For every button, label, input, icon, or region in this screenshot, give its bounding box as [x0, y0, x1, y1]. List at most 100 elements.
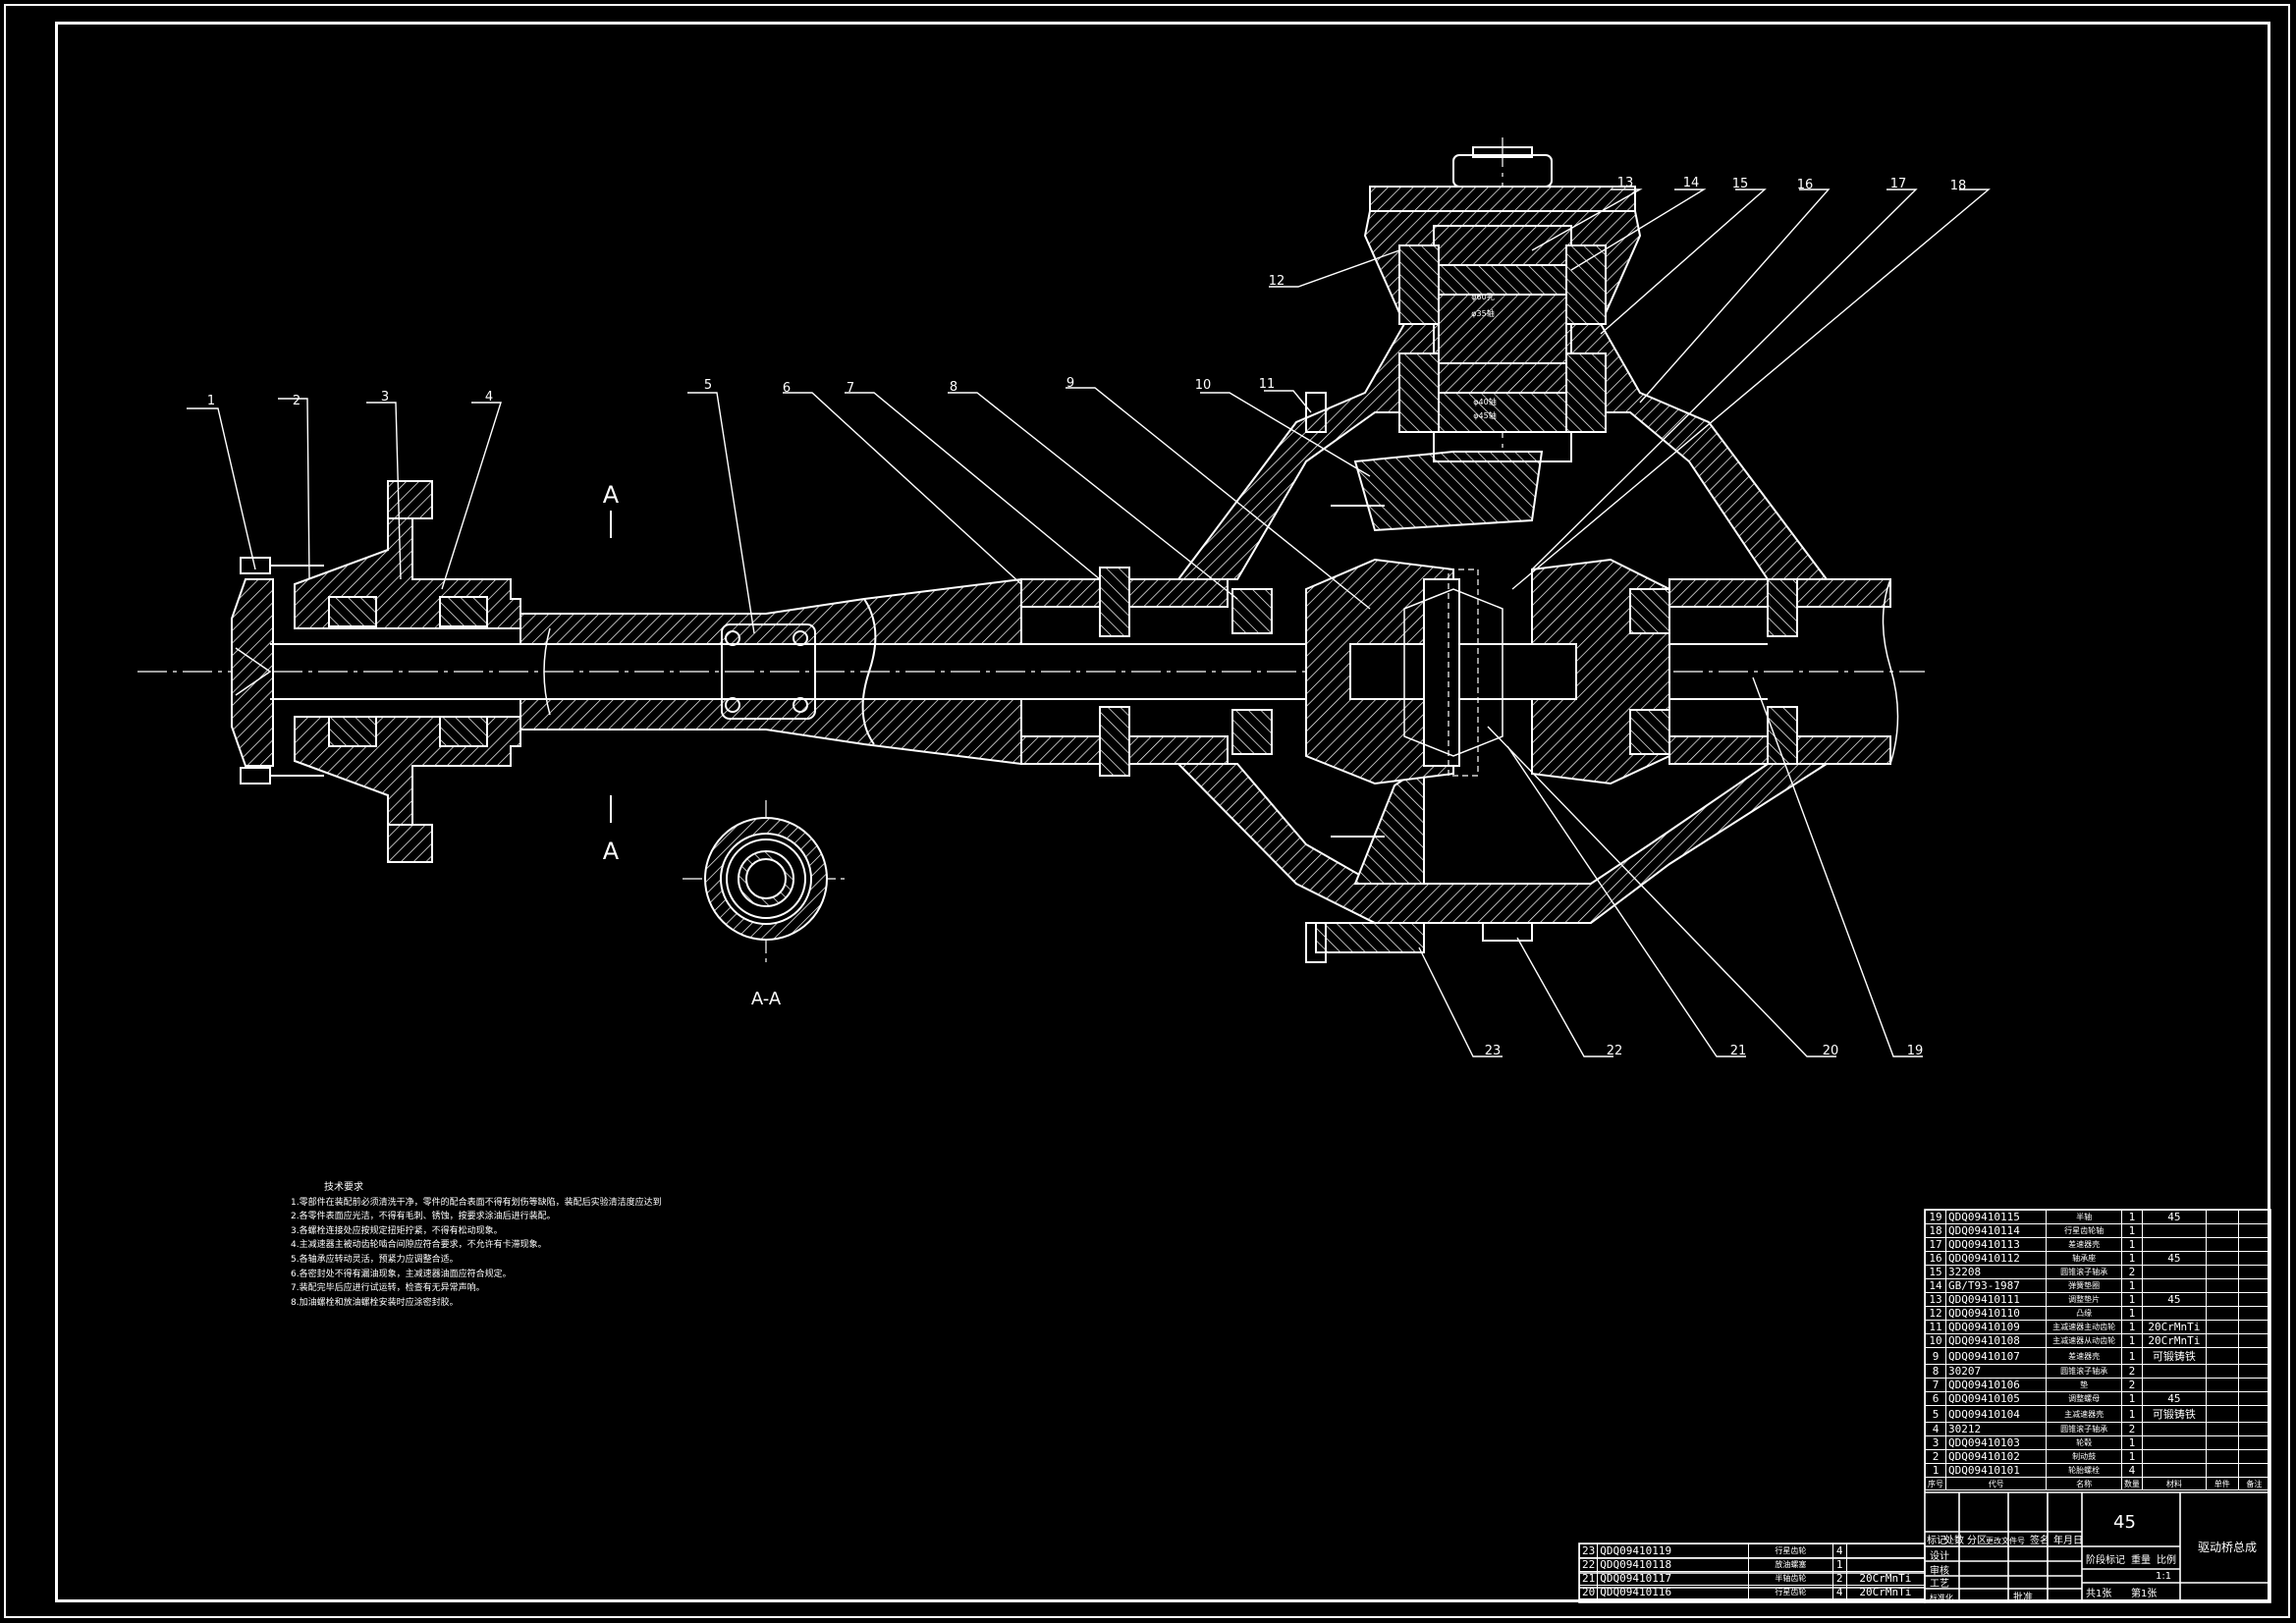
sign-design: 设计 [1930, 1549, 1949, 1562]
bom-note [2205, 1292, 2239, 1307]
leader-lines [187, 189, 1991, 1057]
bom-material: 45 [2141, 1210, 2207, 1224]
bom-header-cell: 名称 [2046, 1476, 2122, 1491]
bom-header-cell: 代号 [1944, 1476, 2048, 1491]
bom-code: QDQ09410107 [1944, 1347, 2048, 1365]
bom-note [2205, 1320, 2239, 1334]
bom-code: 32208 [1944, 1265, 2048, 1279]
bom-item-no: 14 [1925, 1278, 1946, 1293]
bom-code: QDQ09410104 [1944, 1405, 2048, 1423]
bom-part-name: 行星齿轮轴 [2046, 1223, 2122, 1238]
bom-material: 可锻铸铁 [2141, 1347, 2207, 1365]
bom-note [2205, 1210, 2239, 1224]
bom-note [2237, 1210, 2271, 1224]
bom-part-name: 弹簧垫圈 [2046, 1278, 2122, 1293]
bom-part-name: 制动鼓 [2046, 1449, 2122, 1464]
bom-header-cell: 材料 [2141, 1476, 2207, 1491]
callout-15: 15 [1732, 177, 1749, 191]
bom-material [2141, 1449, 2207, 1464]
bom-qty: 1 [2120, 1292, 2143, 1307]
bom-material [2141, 1278, 2207, 1293]
bom-note [2237, 1278, 2271, 1293]
bom-item-no: 6 [1925, 1391, 1946, 1406]
callout-20: 20 [1823, 1044, 1839, 1058]
callout-17: 17 [1890, 177, 1907, 191]
bom-note [2237, 1435, 2271, 1450]
bom-note [2237, 1463, 2271, 1478]
bom-part-name: 差速器壳 [2046, 1347, 2122, 1365]
bom-code: QDQ09410103 [1944, 1435, 2048, 1450]
callout-23: 23 [1485, 1044, 1502, 1058]
callout-13: 13 [1617, 176, 1634, 190]
bom-item-no: 3 [1925, 1435, 1946, 1450]
title-drawing-name: 驱动桥总成 [2198, 1541, 2257, 1554]
dim-label-1: φ60孔 [1471, 293, 1494, 301]
note-6: 6.各密封处不得有漏油现象，主减速器油面应符合规定。 [291, 1269, 512, 1279]
bom-part-name: 轴承座 [2046, 1251, 2122, 1266]
dim-label-2: φ35轴 [1471, 308, 1494, 318]
bom-item-no: 10 [1925, 1333, 1946, 1348]
bom-item-no: 18 [1925, 1223, 1946, 1238]
section-view-label: A-A [751, 989, 782, 1009]
bom-note [2205, 1223, 2239, 1238]
callout-11: 11 [1259, 377, 1276, 392]
note-8: 8.加油螺栓和放油螺栓安装时应涂密封胶。 [291, 1297, 459, 1308]
bom-material [2141, 1435, 2207, 1450]
bom-qty: 1 [2120, 1405, 2143, 1423]
bom-item-no: 15 [1925, 1265, 1946, 1279]
sign-process: 工艺 [1930, 1578, 1949, 1590]
bom-qty: 4 [1831, 1543, 1847, 1558]
bom-qty: 2 [1831, 1571, 1847, 1586]
bom-note [2205, 1306, 2239, 1321]
callout-2: 2 [293, 394, 301, 408]
bom-note [2205, 1378, 2239, 1392]
callout-6: 6 [783, 381, 791, 396]
bom-note [2237, 1333, 2271, 1348]
title-material: 45 [2113, 1512, 2136, 1533]
callout-3: 3 [381, 390, 389, 405]
bom-qty: 1 [2120, 1223, 2143, 1238]
callout-7: 7 [847, 381, 854, 396]
bom-note [2237, 1378, 2271, 1392]
bom-item-no: 9 [1925, 1347, 1946, 1365]
bom-note [2237, 1237, 2271, 1252]
bom-code: QDQ09410102 [1944, 1449, 2048, 1464]
sign-review: 审核 [1930, 1564, 1949, 1577]
bom-material: 45 [2141, 1251, 2207, 1266]
bom-note [2237, 1405, 2271, 1423]
bom-part-name: 半轴 [2046, 1210, 2122, 1224]
bom-part-name: 行星齿轮 [1748, 1585, 1833, 1599]
bom-code: QDQ09410114 [1944, 1223, 2048, 1238]
bom-material: 45 [2141, 1292, 2207, 1307]
bom-part-name: 主减速器壳 [2046, 1405, 2122, 1423]
callout-8: 8 [950, 380, 957, 395]
bom-note [2237, 1347, 2271, 1365]
final-drive-housing [1175, 146, 1831, 963]
technical-notes: 技术要求 1.零部件在装配前必须清洗干净，零件的配合表面不得有划伤等缺陷，装配后… [291, 1181, 662, 1310]
bom-qty: 1 [2120, 1449, 2143, 1464]
sign-change-doc: 更改文件号 [1986, 1536, 2025, 1545]
bom-part-name: 差速器壳 [2046, 1237, 2122, 1252]
bom-code: 30212 [1944, 1422, 2048, 1436]
bom-header-cell: 数量 [2120, 1476, 2143, 1491]
bom-qty: 4 [2120, 1463, 2143, 1478]
bom-material [2141, 1378, 2207, 1392]
bom-note [2237, 1391, 2271, 1406]
bom-material: 20CrMnTi [1845, 1585, 1926, 1599]
bom-item-no: 20 [1578, 1585, 1599, 1599]
bom-note [2205, 1251, 2239, 1266]
sign-zone: 分区 [1967, 1535, 1987, 1546]
callout-22: 22 [1607, 1044, 1623, 1058]
